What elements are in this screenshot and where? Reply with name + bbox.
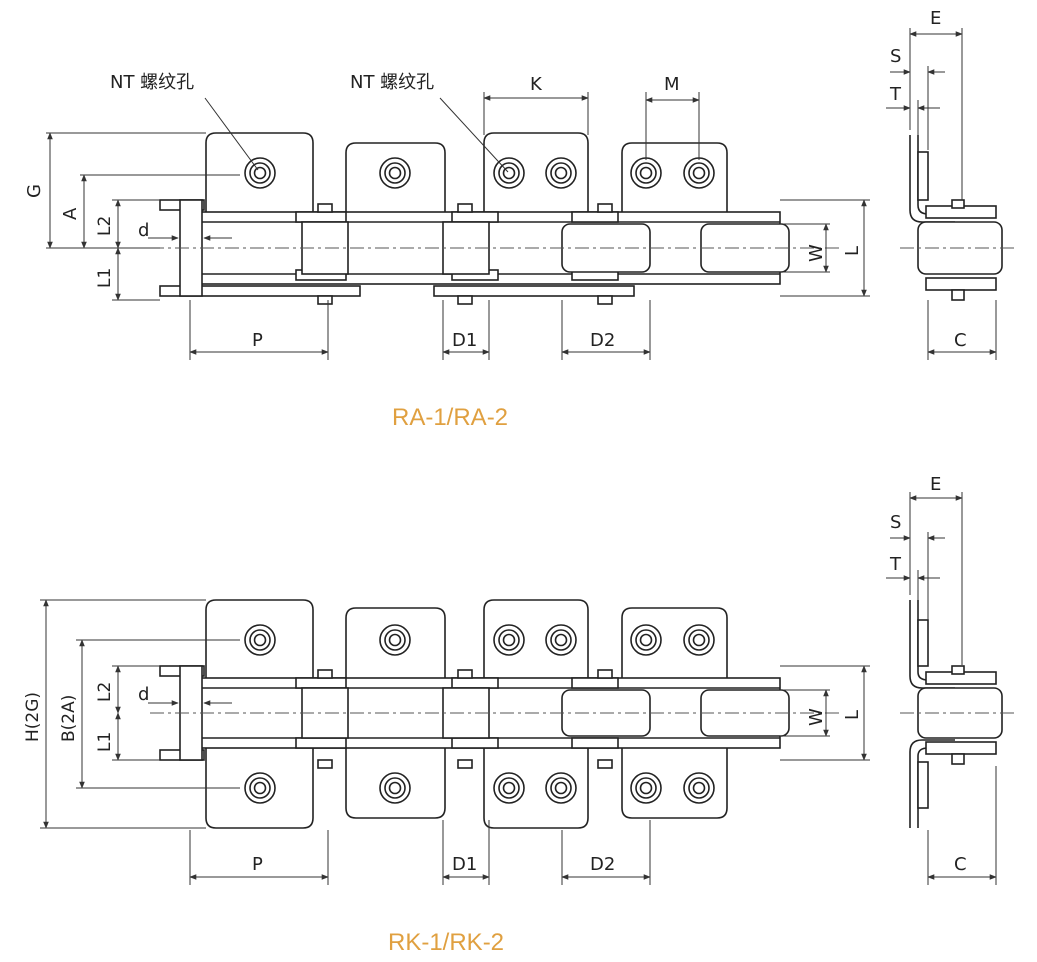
dim-label-l2: L2 (95, 216, 115, 236)
dim-label-d1-2: D1 (452, 854, 477, 875)
dim-label-c: C (954, 330, 967, 351)
caption-ra: RA-1/RA-2 (392, 404, 508, 431)
dim-label-a: A (60, 207, 81, 220)
rk-end-view (886, 492, 1015, 885)
nt-hole-label-1: NT 螺纹孔 (110, 72, 194, 93)
dim-label-l1: L1 (95, 268, 115, 288)
dim-label-g: G (24, 184, 45, 198)
ra-end-view (886, 28, 1015, 360)
dim-label-d1: D1 (452, 330, 477, 351)
dim-label-l2-2: L2 (95, 682, 115, 702)
dim-label-b2a: B(2A) (59, 695, 79, 742)
ra-dimensions (46, 92, 870, 360)
dim-label-d-2: d (138, 684, 149, 705)
dim-label-k: K (530, 74, 543, 95)
dim-label-t-2: T (889, 554, 902, 575)
caption-rk: RK-1/RK-2 (388, 929, 504, 956)
dim-label-d: d (138, 220, 149, 241)
dim-label-p-2: P (252, 854, 263, 875)
rk-dimensions (40, 599, 870, 885)
dim-label-c-2: C (954, 854, 967, 875)
dim-label-s: S (890, 46, 901, 67)
dim-label-d2-2: D2 (590, 854, 615, 875)
nt-hole-label-2: NT 螺纹孔 (350, 72, 434, 93)
dim-label-d2: D2 (590, 330, 615, 351)
dim-label-m: M (664, 74, 680, 95)
ra-side-view (150, 132, 840, 305)
dim-label-s-2: S (890, 512, 901, 533)
dim-label-h2g: H(2G) (23, 692, 43, 742)
ra-attachment-plate-3 (483, 132, 589, 216)
dim-label-l-2: L (842, 710, 863, 720)
rk-side-view (150, 599, 840, 829)
dim-label-e: E (930, 8, 941, 29)
ra-attachment-plate-1 (205, 132, 314, 216)
ra-attachment-plate-4 (621, 142, 728, 216)
dim-label-t: T (889, 84, 902, 105)
dim-label-w: W (806, 244, 827, 262)
dim-label-p: P (252, 330, 263, 351)
dim-label-l1-2: L1 (95, 732, 115, 752)
dim-label-l: L (842, 246, 863, 256)
dim-label-w-2: W (806, 708, 827, 726)
dim-label-e-2: E (930, 474, 941, 495)
